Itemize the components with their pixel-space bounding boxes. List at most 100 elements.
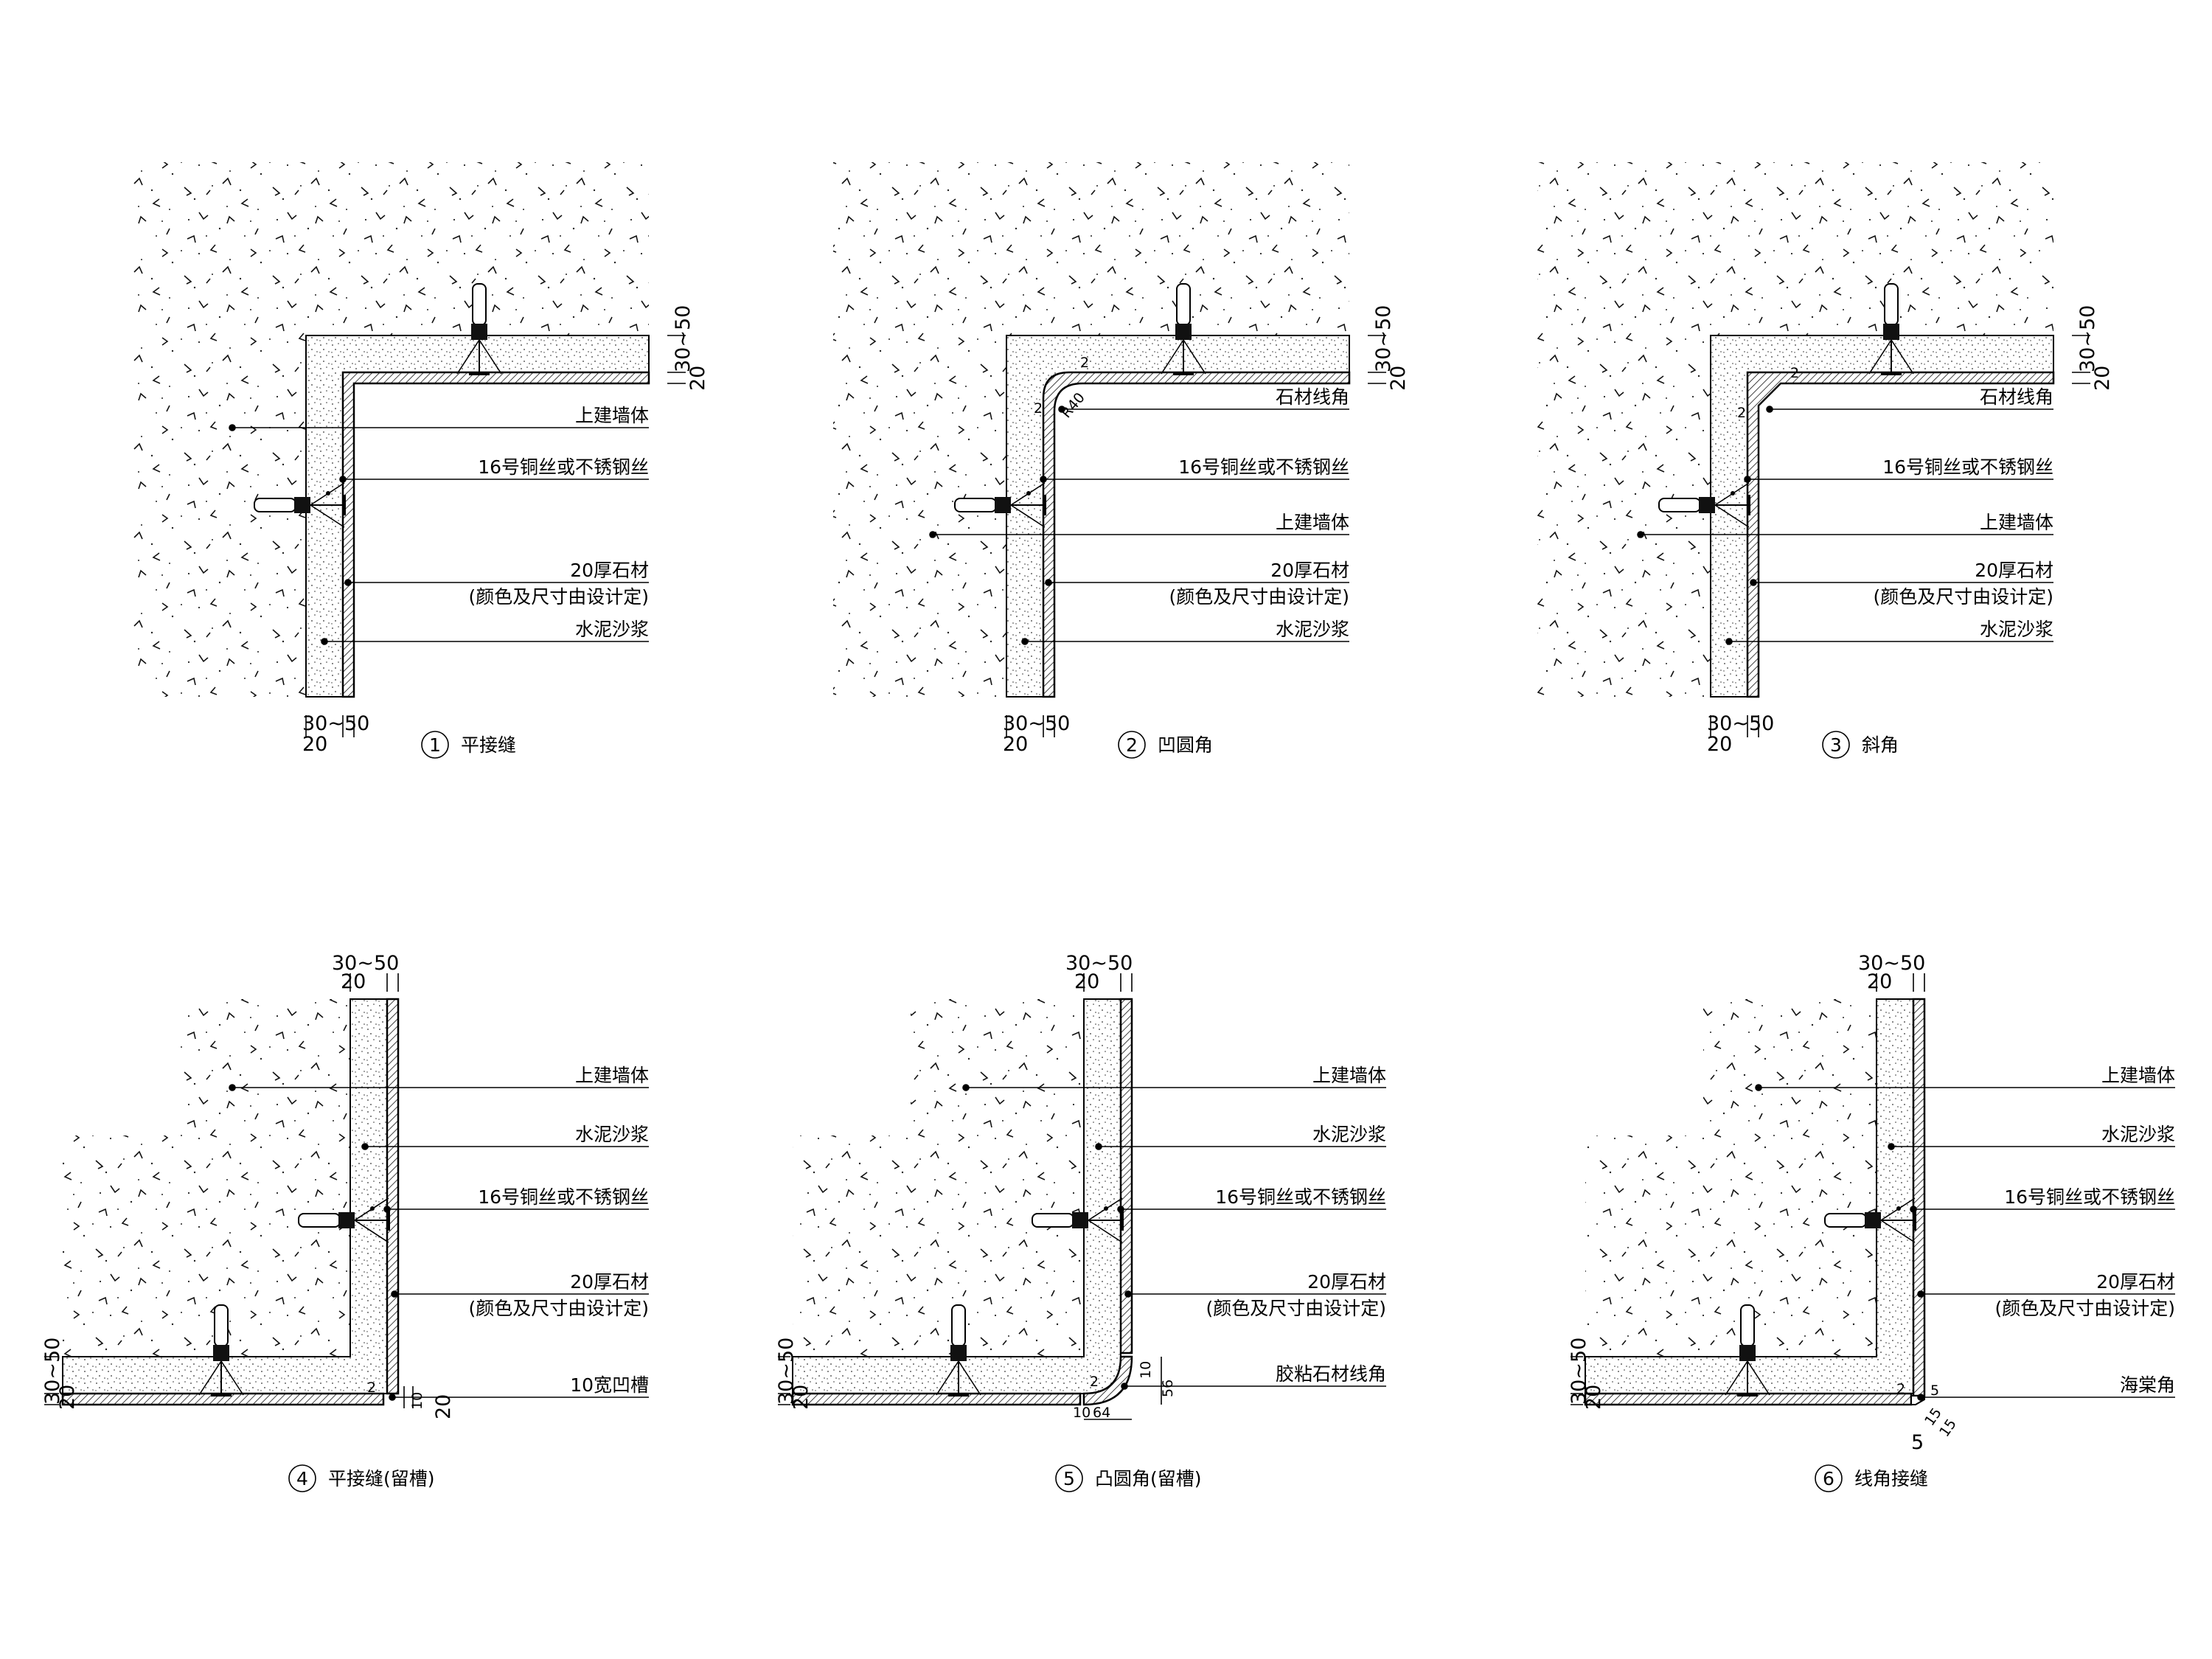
- detail-1: 上建墙体 16号铜丝或不锈钢丝 20厚石材 (颜色及尺寸由设计定) 水泥沙浆 3…: [133, 162, 709, 759]
- label-mortar: 水泥沙浆: [2101, 1124, 2175, 1145]
- dim-stone-v: 20: [790, 1385, 813, 1410]
- detail-number: 5: [1063, 1468, 1075, 1489]
- dim-corner-a: 2: [1080, 355, 1089, 371]
- label-wire: 16号铜丝或不锈钢丝: [478, 456, 649, 478]
- label-mortar: 水泥沙浆: [1980, 619, 2053, 640]
- dim-10b: 10: [1073, 1405, 1091, 1421]
- dim-band-v: 30~50: [41, 1338, 64, 1405]
- label-stone-note: (颜色及尺寸由设计定): [1994, 1298, 2175, 1319]
- label-stone: 20厚石材: [570, 560, 649, 581]
- dim-band: 30~50: [332, 952, 399, 975]
- label-stone-note: (颜色及尺寸由设计定): [1206, 1298, 1386, 1319]
- dim-band: 30~50: [302, 712, 369, 735]
- label-glued-molding: 胶粘石材线角: [1276, 1363, 1386, 1385]
- dim-stone-v: 20: [56, 1385, 79, 1410]
- structural-wall: [1537, 162, 2053, 697]
- label-stone-molding: 石材线角: [1980, 386, 2053, 408]
- detail-4: 2 10 20 上建墙体 水泥沙浆 16号铜丝或不锈钢丝 20厚石材 (颜色及尺…: [41, 952, 649, 1492]
- detail-number: 6: [1823, 1468, 1834, 1489]
- detail-number-badge: [1815, 1464, 1843, 1492]
- structural-wall: [833, 162, 1349, 697]
- dim-stone-v: 20: [1582, 1385, 1605, 1410]
- label-mortar: 水泥沙浆: [575, 1124, 649, 1145]
- mortar-layer: [305, 335, 650, 698]
- dim-56: 56: [1160, 1380, 1176, 1397]
- dim-band: 30~50: [1858, 952, 1925, 975]
- detail-2: 2 2 R40 石材线角 16号铜丝或不锈钢丝 上建墙体 20厚石材 (颜色及尺…: [833, 162, 1410, 759]
- stone-cladding: [341, 371, 650, 698]
- dim-5b: 5: [1911, 1431, 1924, 1454]
- label-wall: 上建墙体: [575, 405, 649, 426]
- label-mortar: 水泥沙浆: [1276, 619, 1349, 640]
- stone-cladding-floor: [61, 1392, 385, 1406]
- detail-number: 4: [296, 1468, 308, 1489]
- detail-number: 2: [1126, 734, 1138, 756]
- dim-stone: 20: [1074, 970, 1099, 993]
- stone-cladding-wall: [386, 998, 400, 1395]
- dim-stone: 20: [1867, 970, 1892, 993]
- dim-corner-b: 2: [1034, 400, 1043, 417]
- structural-wall: [133, 162, 649, 697]
- detail-title: 凹圆角: [1158, 734, 1213, 756]
- stone-cladding-wall: [1912, 998, 1926, 1397]
- dim-5a: 5: [1930, 1382, 1939, 1399]
- dim-2: 2: [1896, 1381, 1905, 1397]
- label-wire: 16号铜丝或不锈钢丝: [1215, 1186, 1386, 1208]
- dim-stone-v: 20: [2091, 366, 2114, 391]
- dim-stone: 20: [1707, 733, 1732, 756]
- detail-6: 2 5 15 15 5 上建墙体 水泥沙浆 16号铜丝或不锈钢丝 20厚石材 (…: [1568, 952, 2175, 1492]
- label-begonia-corner: 海棠角: [2120, 1374, 2175, 1396]
- label-stone-note: (颜色及尺寸由设计定): [1873, 586, 2053, 608]
- detail-number: 3: [1830, 734, 1842, 756]
- detail-title: 凸圆角(留槽): [1095, 1468, 1202, 1489]
- dim-band-v: 30~50: [1372, 305, 1395, 372]
- label-stone-note: (颜色及尺寸由设计定): [1169, 586, 1349, 608]
- label-wire: 16号铜丝或不锈钢丝: [2004, 1186, 2175, 1208]
- label-wall: 上建墙体: [1980, 512, 2053, 533]
- stone-cladding: [1042, 371, 1351, 698]
- label-wall: 上建墙体: [575, 1065, 649, 1086]
- detail-number-badge: [288, 1464, 316, 1492]
- dim-stone: 20: [341, 970, 366, 993]
- dim-radius: R40: [1058, 389, 1088, 421]
- dim-corner-a: 2: [1790, 365, 1799, 381]
- dim-gap: 2: [367, 1380, 376, 1396]
- label-stone: 20厚石材: [1270, 560, 1349, 581]
- dim-band: 30~50: [1065, 952, 1133, 975]
- bullnose-molding: [1082, 1355, 1133, 1406]
- dim-64: 64: [1093, 1405, 1110, 1421]
- detail-title: 平接缝: [461, 734, 516, 756]
- detail-number-badge: [1118, 731, 1146, 759]
- label-wall: 上建墙体: [2101, 1065, 2175, 1086]
- structural-wall: [793, 999, 1084, 1357]
- detail-number: 1: [429, 734, 441, 756]
- dim-band-v: 30~50: [2076, 305, 2099, 372]
- label-wire: 16号铜丝或不锈钢丝: [1178, 456, 1349, 478]
- dim-band-v: 30~50: [672, 305, 695, 372]
- stone-cladding-wall: [1119, 998, 1133, 1354]
- detail-3: 2 2 石材线角 16号铜丝或不锈钢丝 上建墙体 20厚石材 (颜色及尺寸由设计…: [1537, 162, 2114, 759]
- dim-stone-bottom: 20: [432, 1394, 455, 1419]
- label-wire: 16号铜丝或不锈钢丝: [478, 1186, 649, 1208]
- label-wall: 上建墙体: [1312, 1065, 1386, 1086]
- dim-corner-b: 2: [1737, 405, 1746, 421]
- dim-2: 2: [1090, 1374, 1099, 1390]
- label-groove: 10宽凹槽: [570, 1374, 649, 1396]
- label-stone-note: (颜色及尺寸由设计定): [468, 1298, 649, 1319]
- detail-number-badge: [421, 731, 449, 759]
- label-stone-molding: 石材线角: [1276, 386, 1349, 408]
- label-stone-note: (颜色及尺寸由设计定): [468, 586, 649, 608]
- dim-stone-v: 20: [686, 366, 709, 391]
- label-stone: 20厚石材: [1307, 1271, 1386, 1293]
- detail-number-badge: [1055, 1464, 1083, 1492]
- structural-wall: [63, 999, 350, 1357]
- detail-title: 线角接缝: [1854, 1468, 1928, 1489]
- dim-stone-v: 20: [1387, 366, 1410, 391]
- dim-band: 30~50: [1707, 712, 1774, 735]
- label-wire: 16号铜丝或不锈钢丝: [1882, 456, 2053, 478]
- detail-title: 平接缝(留槽): [328, 1468, 435, 1489]
- detail-title: 斜角: [1862, 734, 1899, 756]
- label-stone: 20厚石材: [2096, 1271, 2175, 1293]
- dim-band-v: 30~50: [1568, 1338, 1590, 1405]
